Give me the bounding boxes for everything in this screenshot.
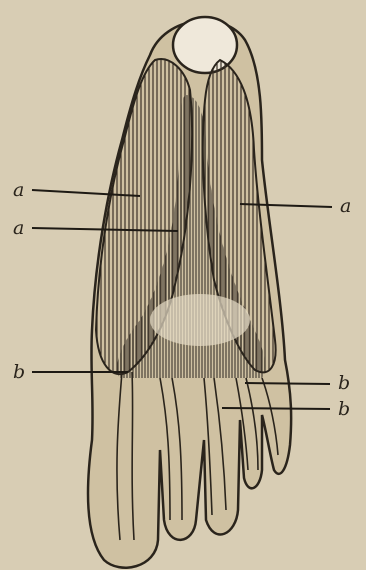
leader-line-b-right-lower <box>222 408 330 409</box>
leader-line-b-right-upper <box>245 383 330 384</box>
label-a-left-lower: a <box>13 217 24 239</box>
label-b-right-upper: b <box>338 372 350 394</box>
label-a-right: a <box>340 195 351 217</box>
label-b-right-lower: b <box>338 398 350 420</box>
label-b-left: b <box>13 361 25 383</box>
label-a-left-upper: a <box>13 179 24 201</box>
plantar-highlight <box>150 294 250 346</box>
